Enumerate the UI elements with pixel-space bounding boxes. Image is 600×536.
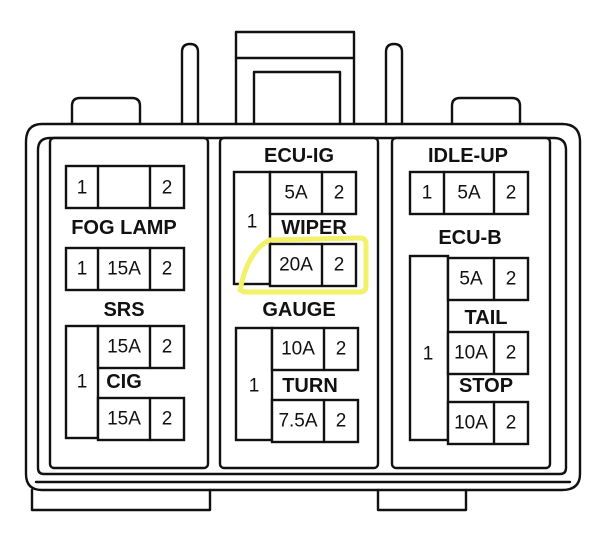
- turn-pin-2: 2: [336, 411, 347, 432]
- idle-up-label: IDLE-UP: [428, 145, 508, 167]
- stop-amp: 10A: [454, 413, 488, 434]
- ecu-ig-label: ECU-IG: [264, 145, 334, 167]
- tail-label: TAIL: [465, 307, 508, 329]
- srs-amp: 15A: [107, 259, 141, 280]
- fog-lamp-pin-1: 1: [77, 178, 88, 199]
- ecu-b-pin-2: 2: [506, 269, 517, 290]
- tail-amp: 10A: [454, 343, 488, 364]
- cig-common-pin: 1: [77, 372, 88, 393]
- srs-pin-2: 2: [162, 259, 173, 280]
- ecu-ig-common-pin: 1: [247, 212, 258, 233]
- turn-amp: 7.5A: [278, 411, 317, 432]
- ecu-ig-amp: 5A: [284, 183, 308, 204]
- srs-pin-1: 1: [77, 259, 88, 280]
- wiper-label: WIPER: [281, 217, 347, 239]
- srs-fuse: 1 15A 2: [64, 246, 186, 292]
- srs-label: SRS: [103, 299, 144, 321]
- idle-up-pin-1: 1: [422, 183, 433, 204]
- idle-up-fuse: 1 5A 2: [408, 170, 530, 216]
- gauge-fuse-group: 1 10A 2 TURN 7.5A 2: [234, 326, 360, 444]
- ecu-b-label: ECU-B: [438, 227, 501, 249]
- cig-lower-pin-2: 2: [162, 409, 173, 430]
- gauge-label: GAUGE: [262, 299, 335, 321]
- gauge-common-pin: 1: [249, 376, 260, 397]
- wiper-pin-2: 2: [334, 255, 345, 276]
- fog-lamp-label: FOG LAMP: [71, 217, 177, 239]
- wiper-highlight-marker: [237, 235, 369, 295]
- idle-up-amp: 5A: [457, 183, 481, 204]
- cig-label: CIG: [106, 371, 142, 393]
- cig-lower-amp: 15A: [107, 409, 141, 430]
- fuse-box-housing: [24, 30, 582, 512]
- wiper-amp: 20A: [279, 255, 313, 276]
- right-common-pin: 1: [423, 344, 434, 365]
- stop-pin-2: 2: [506, 413, 517, 434]
- cig-fuse-group: 1 15A 2 CIG 15A 2: [64, 324, 186, 442]
- cig-upper-pin-2: 2: [162, 337, 173, 358]
- gauge-amp: 10A: [281, 339, 315, 360]
- stop-label: STOP: [459, 375, 513, 397]
- idle-up-pin-2: 2: [506, 183, 517, 204]
- right-fuse-group: 1 5A 2 TAIL 10A 2 STOP 10A 2: [408, 254, 530, 446]
- ecu-ig-fuse-group: 1 5A 2 WIPER 20A 2: [232, 170, 358, 288]
- turn-label: TURN: [282, 375, 338, 397]
- gauge-pin-2: 2: [336, 339, 347, 360]
- tail-pin-2: 2: [506, 343, 517, 364]
- fog-lamp-pin-2: 2: [162, 178, 173, 199]
- cig-upper-amp: 15A: [107, 337, 141, 358]
- fog-lamp-fuse: 1 2: [64, 164, 186, 210]
- ecu-b-amp: 5A: [459, 269, 483, 290]
- ecu-ig-pin-2: 2: [334, 183, 345, 204]
